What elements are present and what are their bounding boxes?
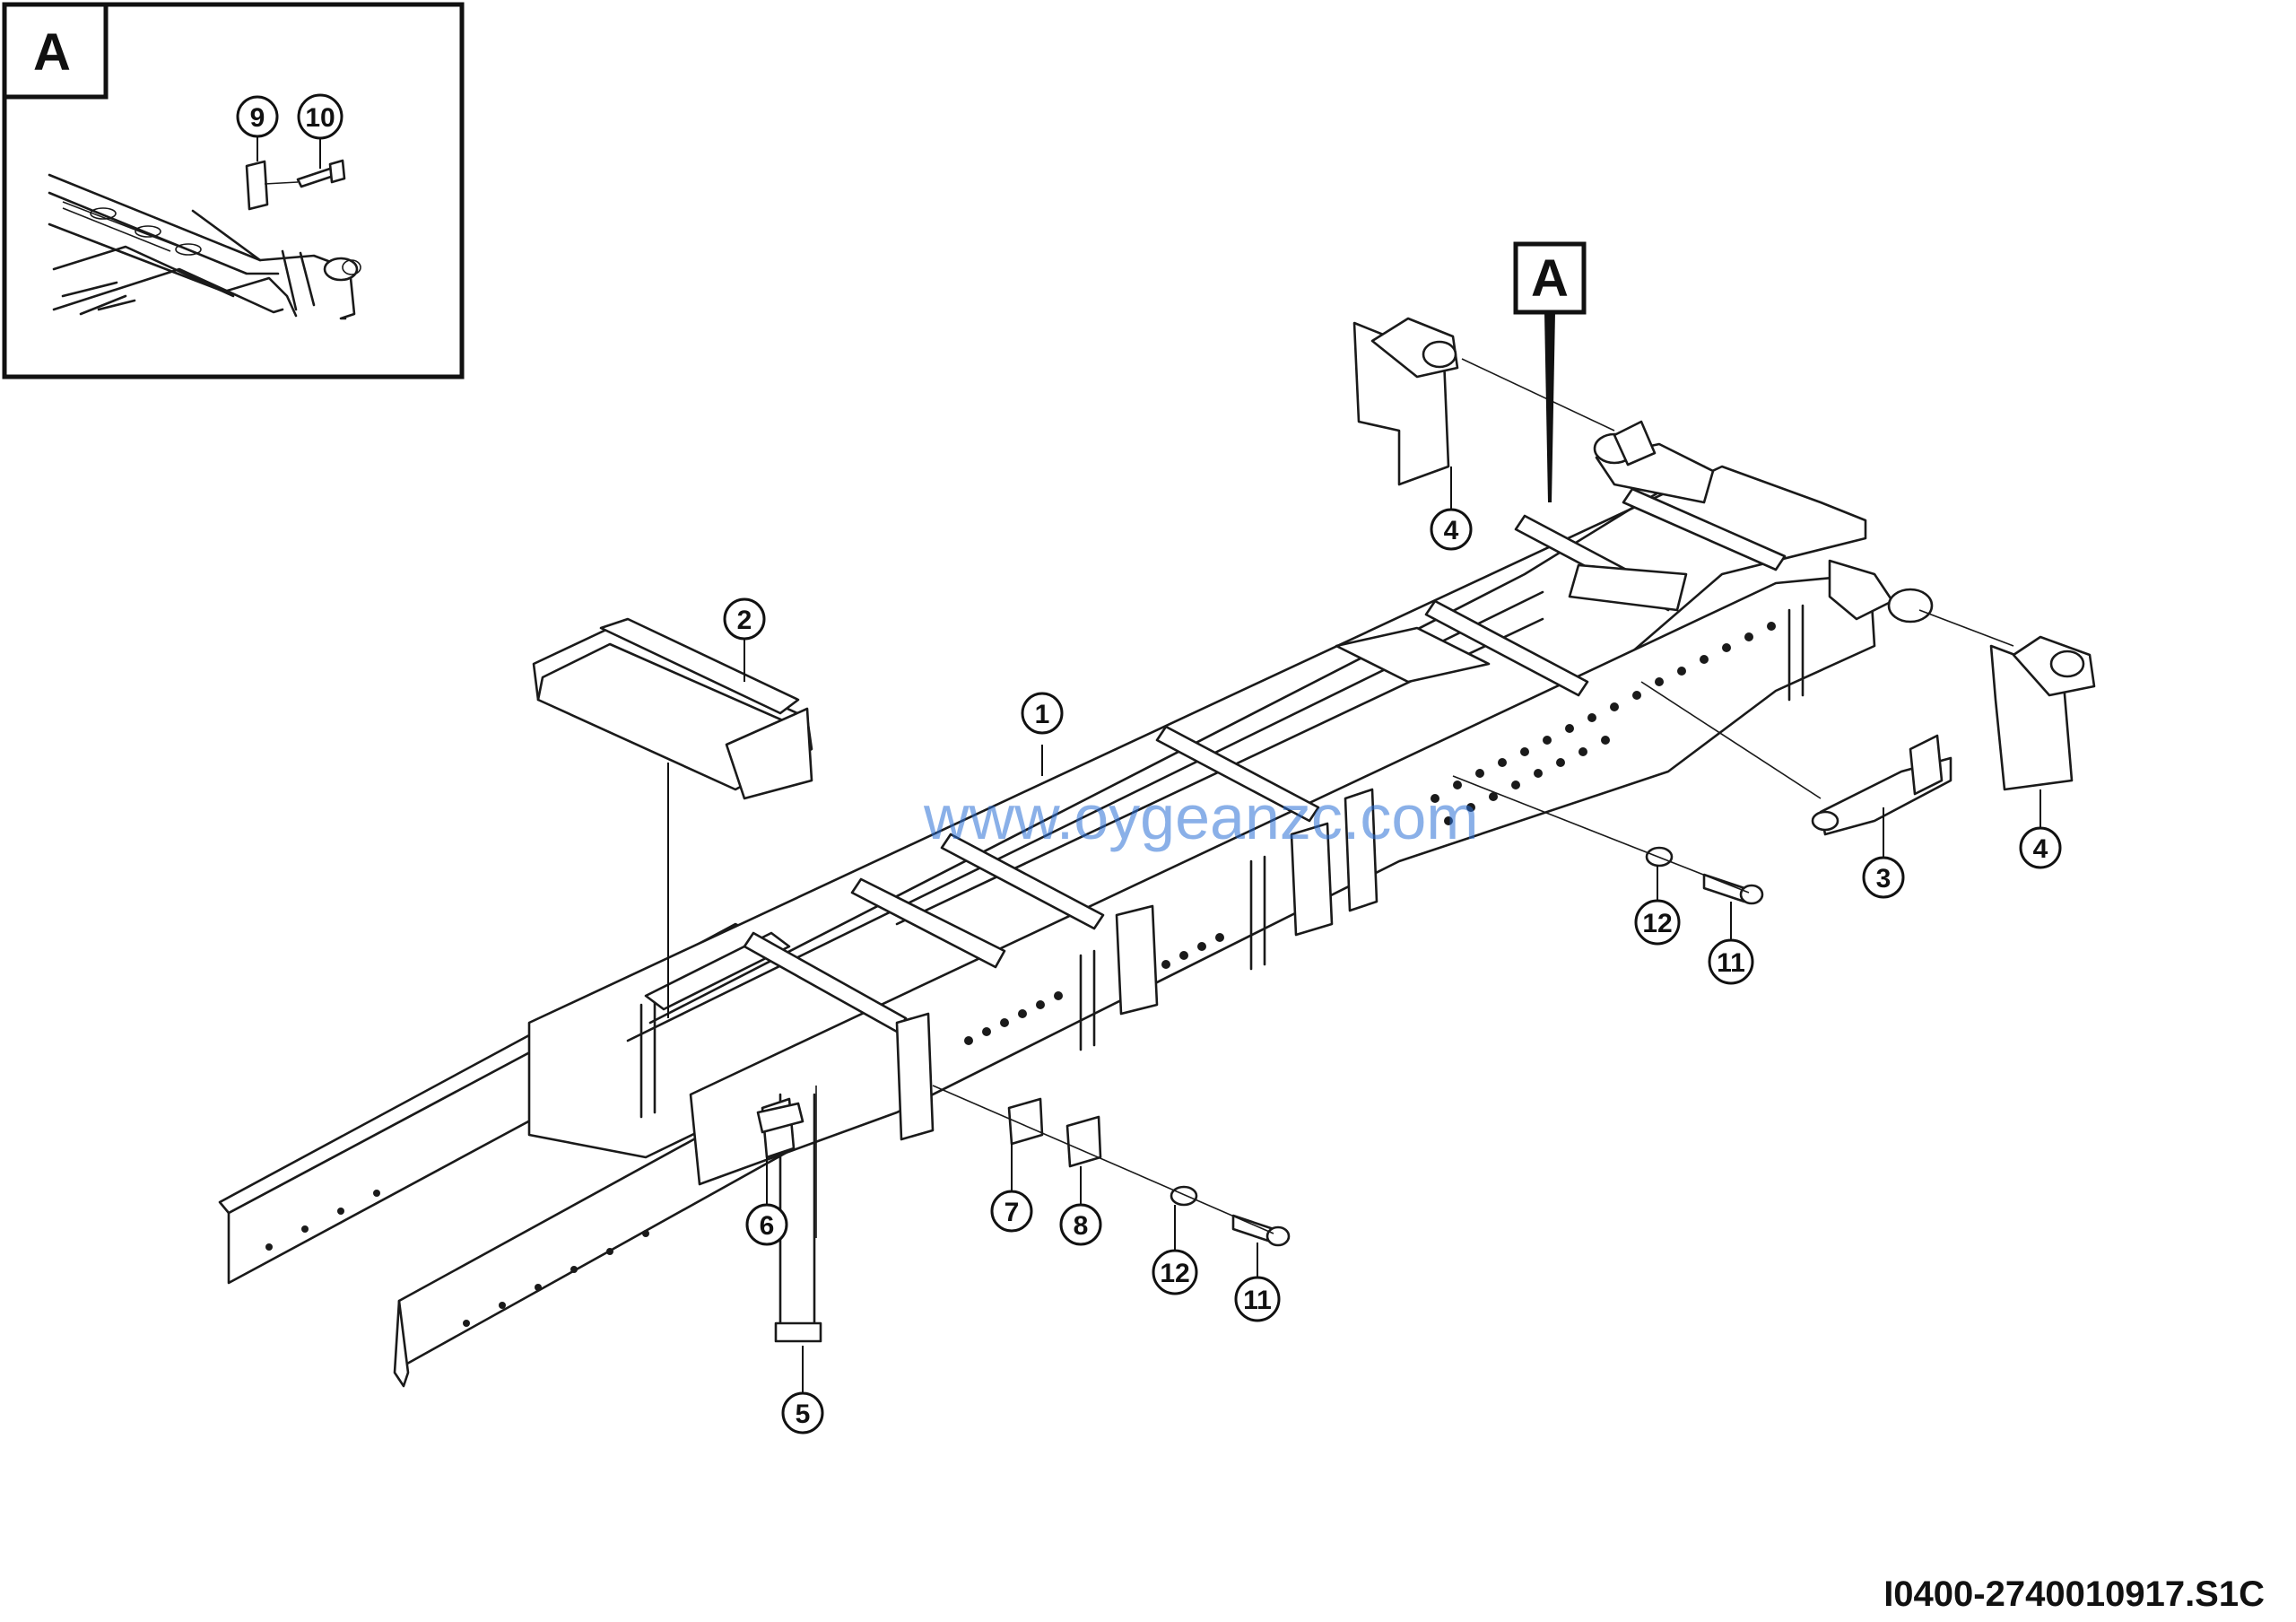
callout-1-label: 1 (1035, 700, 1050, 729)
part-11-bolt-lower (1231, 1214, 1291, 1247)
callout-8 (1059, 1203, 1102, 1246)
callout-12-lower (1152, 1249, 1198, 1295)
callout-5-label: 5 (796, 1400, 811, 1429)
callout-8-label: 8 (1074, 1211, 1089, 1241)
part-11-bolt-upper (1702, 873, 1764, 905)
main-frame (218, 420, 1934, 1388)
callout-9-label: 9 (250, 103, 265, 133)
part-4-right-bracket (1918, 609, 2096, 791)
callout-5 (781, 1391, 824, 1435)
part-2-crossmember (532, 617, 813, 1018)
callout-11-lower-label: 11 (1243, 1286, 1272, 1315)
hole-pattern (265, 622, 1776, 1327)
callout-9 (236, 95, 279, 138)
callout-10 (297, 93, 344, 140)
callout-12-lower-label: 12 (1160, 1259, 1189, 1288)
frame-main-side-left (527, 465, 1867, 1159)
part-6-clamp (756, 1097, 804, 1159)
part-7-shim (1007, 1097, 1044, 1146)
callout-6-label: 6 (760, 1211, 775, 1241)
callouts: 1 2 3 4 4 5 6 7 8 9 (236, 93, 2062, 1435)
part-12-washer-lower (1170, 1185, 1198, 1207)
detail-view-a: A (2, 2, 465, 379)
callout-10-label: 10 (305, 103, 335, 133)
part-3-bracket (1640, 681, 1952, 836)
detail-label-box (2, 2, 109, 100)
callout-11-upper-label: 11 (1717, 948, 1745, 978)
view-marker-a: A (1513, 241, 1587, 502)
callout-6 (745, 1203, 788, 1246)
callout-4-right (2019, 826, 2062, 869)
part-5-ubolt (774, 1086, 822, 1343)
callout-11-upper (1708, 938, 1754, 985)
callout-2 (723, 597, 766, 641)
part-4-top-bracket (1352, 317, 1615, 486)
cross-members (644, 487, 1787, 1033)
callout-12-upper (1634, 899, 1681, 946)
view-marker-label: A (1531, 249, 1569, 308)
callout-4-top (1430, 508, 1473, 551)
callout-2-label: 2 (737, 606, 752, 635)
part-8-shim (1065, 1115, 1102, 1168)
callout-7 (990, 1190, 1033, 1233)
callout-3-label: 3 (1876, 864, 1892, 894)
callout-1 (1021, 692, 1064, 735)
callout-4-right-label: 4 (2033, 834, 2048, 864)
document-id: I0400-2740010917.S1C (1883, 1574, 2265, 1614)
callout-7-label: 7 (1004, 1198, 1020, 1227)
callout-4-top-label: 4 (1444, 516, 1459, 545)
detail-label: A (33, 23, 71, 82)
callout-12-upper-label: 12 (1642, 909, 1672, 938)
watermark: www.oygeanzc.com (923, 782, 1479, 852)
callout-3 (1862, 856, 1905, 899)
callout-11-lower (1234, 1276, 1281, 1322)
